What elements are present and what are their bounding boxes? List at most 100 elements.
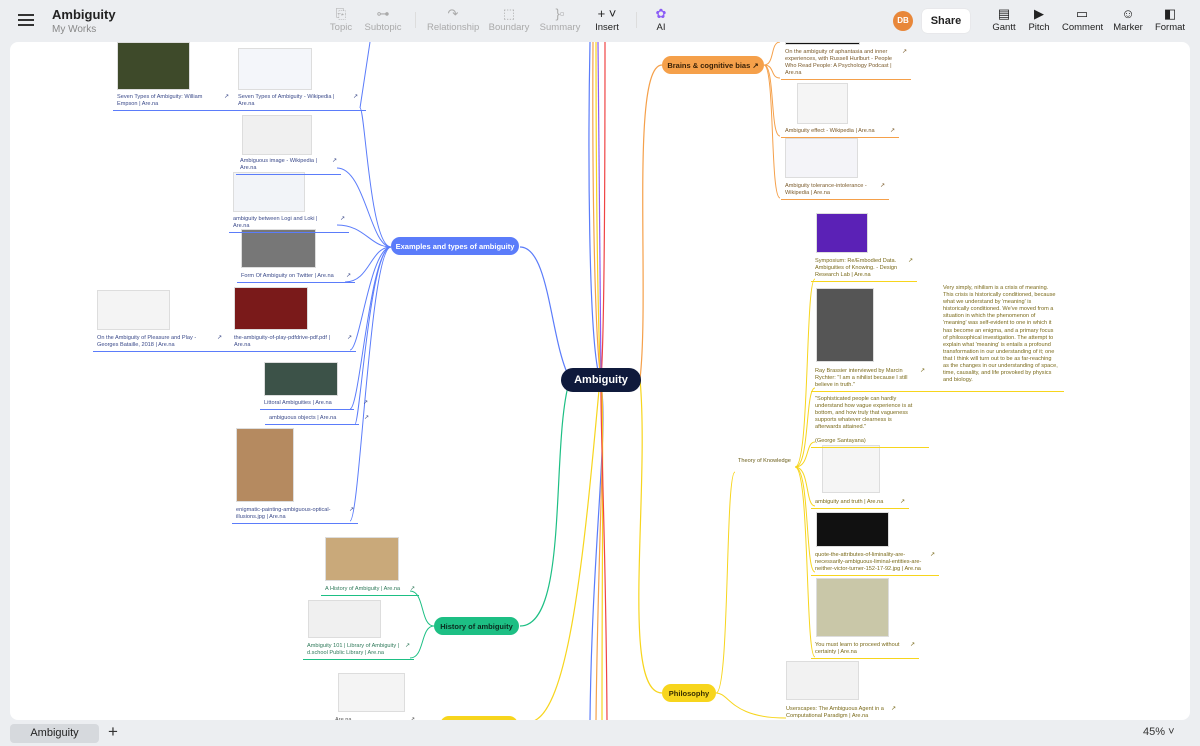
- external-link-icon[interactable]: ↗: [339, 216, 345, 222]
- gantt-button[interactable]: ▤Gantt: [990, 6, 1018, 33]
- format-icon: ◧: [1163, 6, 1177, 21]
- leaf-underline: [265, 424, 359, 425]
- external-link-icon[interactable]: ↗: [404, 643, 410, 649]
- sheet-tab[interactable]: Ambiguity: [10, 724, 99, 743]
- leaf-label: quote-the-attributes-of-liminality-are-n…: [815, 552, 922, 572]
- external-link-icon[interactable]: ↗: [901, 49, 907, 55]
- external-link-icon[interactable]: ↗: [352, 94, 358, 100]
- topic-philosophy[interactable]: Philosophy: [662, 684, 716, 702]
- link-bottom: [533, 378, 601, 720]
- external-link-icon[interactable]: ↗: [409, 717, 415, 720]
- format-label: Format: [1154, 22, 1186, 33]
- external-link-icon[interactable]: ↗: [346, 335, 352, 341]
- breadcrumb[interactable]: My Works: [52, 24, 97, 35]
- leaf-image: [785, 42, 860, 45]
- subtopic-theory-of-knowledge[interactable]: Theory of Knowledge: [738, 458, 791, 464]
- leaf-image: [822, 445, 880, 493]
- leaf-image: [117, 42, 190, 90]
- ai-label: AI: [656, 22, 666, 33]
- relationship-icon: ↷: [447, 6, 459, 21]
- leaf-label: Form Of Ambiguity on Twitter | Are.na: [241, 273, 334, 279]
- leaf-label: Symposium: Re/Embodied Data. Ambiguities…: [815, 258, 899, 278]
- pitch-button[interactable]: ▶Pitch: [1027, 6, 1051, 33]
- leaf-label: Seven Types of Ambiguity: William Empson…: [117, 94, 204, 107]
- leaf-underline: [781, 137, 899, 138]
- zoom-level[interactable]: 45% ˅: [1143, 726, 1175, 738]
- leaf-image: [241, 229, 316, 268]
- leaf-underline: [234, 110, 362, 111]
- format-button[interactable]: ◧Format: [1154, 6, 1186, 33]
- leaf-label: Ambiguity effect - Wikipedia | Are.na: [785, 128, 875, 134]
- topic-brains[interactable]: Brains & cognitive bias ↗: [662, 56, 764, 74]
- mind-map-canvas[interactable]: Ambiguity Examples and types of ambiguit…: [10, 42, 1190, 720]
- leaf-label: ambiguous objects | Are.na: [269, 415, 337, 421]
- leaf-label: ambiguity and truth | Are.na: [815, 499, 884, 505]
- external-link-icon[interactable]: ↗: [348, 507, 354, 513]
- leaf-label: On the Ambiguity of Pleasure and Play - …: [97, 335, 198, 348]
- trunk-line: [597, 42, 602, 380]
- leaf-underline: [781, 79, 911, 80]
- leaf-underline: [232, 523, 358, 524]
- leaf-label: You must learn to proceed without certai…: [815, 642, 901, 655]
- comment-label: Comment: [1062, 22, 1104, 33]
- external-link-icon[interactable]: ↗: [345, 273, 351, 279]
- insert-label: Insert: [595, 22, 619, 33]
- document-title[interactable]: Ambiguity: [52, 7, 116, 22]
- external-link-icon[interactable]: ↗: [899, 499, 905, 505]
- external-link-icon[interactable]: ↗: [889, 128, 895, 134]
- external-link-icon[interactable]: ↗: [907, 258, 913, 264]
- relationship-button[interactable]: ↷Relationship: [427, 6, 479, 33]
- external-link-icon[interactable]: ↗: [363, 415, 369, 421]
- relationship-label: Relationship: [427, 22, 480, 33]
- topic-button[interactable]: ⎘Topic: [328, 6, 354, 33]
- link-philosophy: [638, 378, 663, 694]
- pitch-label: Pitch: [1028, 22, 1050, 33]
- menu-icon[interactable]: [18, 12, 34, 28]
- leaf-label: Seven Types of Ambiguity - Wikipedia | A…: [238, 94, 336, 107]
- ai-button[interactable]: ✿AI: [650, 6, 672, 33]
- central-topic[interactable]: Ambiguity: [561, 368, 641, 392]
- leaf-underline: [237, 282, 355, 283]
- comment-button[interactable]: ▭Comment: [1062, 6, 1104, 33]
- gantt-label: Gantt: [992, 22, 1016, 33]
- subtopic-label: Subtopic: [364, 22, 402, 33]
- external-link-icon[interactable]: ↗: [879, 183, 885, 189]
- external-link-icon[interactable]: ↗: [890, 706, 896, 712]
- leaf-image: [308, 600, 381, 638]
- leaf-underline: [229, 232, 349, 233]
- leaf-image: [233, 172, 305, 212]
- boundary-button[interactable]: ⬚Boundary: [488, 6, 530, 33]
- leaf-image: [785, 138, 858, 178]
- avatar[interactable]: DB: [893, 11, 913, 31]
- leaf-image: [797, 83, 848, 124]
- external-link-icon[interactable]: ↗: [909, 642, 915, 648]
- external-link-icon[interactable]: ↗: [216, 335, 222, 341]
- leaf-label: Ambiguous image - Wikipedia | Are.na: [240, 158, 319, 171]
- marker-button[interactable]: ☺Marker: [1113, 6, 1143, 33]
- share-button[interactable]: Share: [922, 9, 970, 33]
- leaf-underline: [230, 351, 356, 352]
- external-link-icon[interactable]: ↗: [752, 60, 759, 70]
- external-link-icon[interactable]: ↗: [362, 400, 368, 406]
- subtopic-button[interactable]: ⊶Subtopic: [363, 6, 403, 33]
- leaf-image: [816, 512, 889, 547]
- leaf-image: [816, 578, 889, 637]
- add-sheet-icon[interactable]: +: [108, 722, 118, 741]
- leaf-label: enigmatic-painting-ambiguous-optical-ill…: [236, 507, 331, 520]
- external-link-icon[interactable]: ↗: [409, 586, 415, 592]
- topic-label: Topic: [329, 22, 353, 33]
- topic-history[interactable]: History of ambiguity: [434, 617, 519, 635]
- leaf-label: ambiguity between Logi and Loki | Are.na: [233, 216, 319, 229]
- external-link-icon[interactable]: ↗: [331, 158, 337, 164]
- pitch-icon: ▶: [1034, 6, 1044, 21]
- summary-button[interactable]: }▫Summary: [539, 6, 581, 33]
- insert-button[interactable]: + ˅Insert: [592, 6, 622, 33]
- external-link-icon[interactable]: ↗: [223, 94, 229, 100]
- zoom-value: 45%: [1143, 726, 1166, 738]
- leaf-label: Ambiguity 101 | Library of Ambiguity | d…: [307, 643, 401, 656]
- sheet-bar: Ambiguity + 45% ˅: [0, 720, 1200, 746]
- topic-examples[interactable]: Examples and types of ambiguity: [391, 237, 519, 255]
- topic-partial[interactable]: [440, 716, 518, 720]
- external-link-icon[interactable]: ↗: [919, 368, 925, 374]
- external-link-icon[interactable]: ↗: [929, 552, 935, 558]
